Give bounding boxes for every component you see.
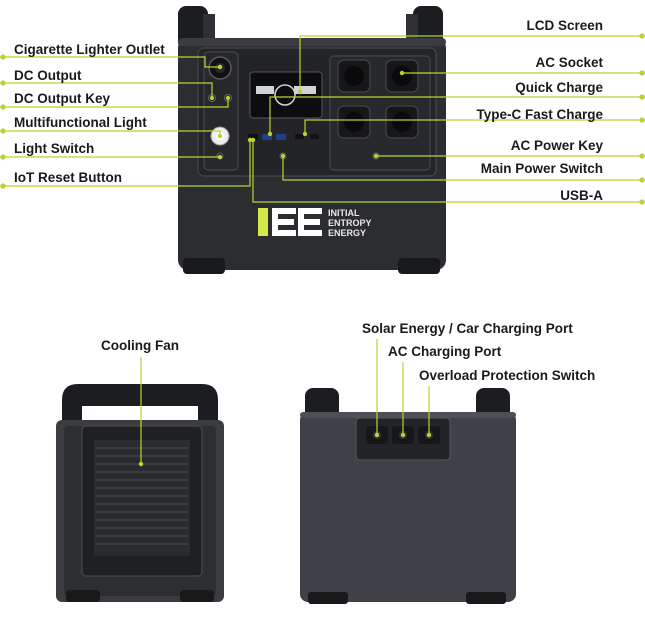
label-solar-car-charging-port: Solar Energy / Car Charging Port (362, 321, 573, 336)
label-dc-output: DC Output (14, 68, 82, 83)
brand-text-3: ENERGY (328, 228, 366, 238)
label-usb-a: USB-A (560, 188, 603, 203)
label-dc-output-key: DC Output Key (14, 91, 110, 106)
label-ac-socket: AC Socket (535, 55, 603, 70)
side-device (56, 384, 224, 602)
label-lcd-screen: LCD Screen (526, 18, 603, 33)
brand-text-1: INITIAL (328, 208, 360, 218)
label-multifunctional-light: Multifunctional Light (14, 115, 147, 130)
label-overload-protection-switch: Overload Protection Switch (419, 368, 596, 383)
leader-dots (0, 33, 645, 467)
label-light-switch: Light Switch (14, 141, 95, 156)
label-type-c-fast-charge: Type-C Fast Charge (476, 107, 603, 122)
back-device (300, 388, 516, 604)
label-quick-charge: Quick Charge (515, 80, 603, 95)
label-main-power-switch: Main Power Switch (480, 161, 603, 176)
label-ac-charging-port: AC Charging Port (388, 344, 502, 359)
label-cigarette-lighter-outlet: Cigarette Lighter Outlet (14, 42, 165, 57)
label-ac-power-key: AC Power Key (510, 138, 603, 153)
front-device-body (178, 38, 446, 274)
label-cooling-fan: Cooling Fan (101, 338, 179, 353)
brand-logo (258, 208, 322, 236)
label-iot-reset-button: IoT Reset Button (14, 170, 122, 185)
brand-text-2: ENTROPY (328, 218, 372, 228)
